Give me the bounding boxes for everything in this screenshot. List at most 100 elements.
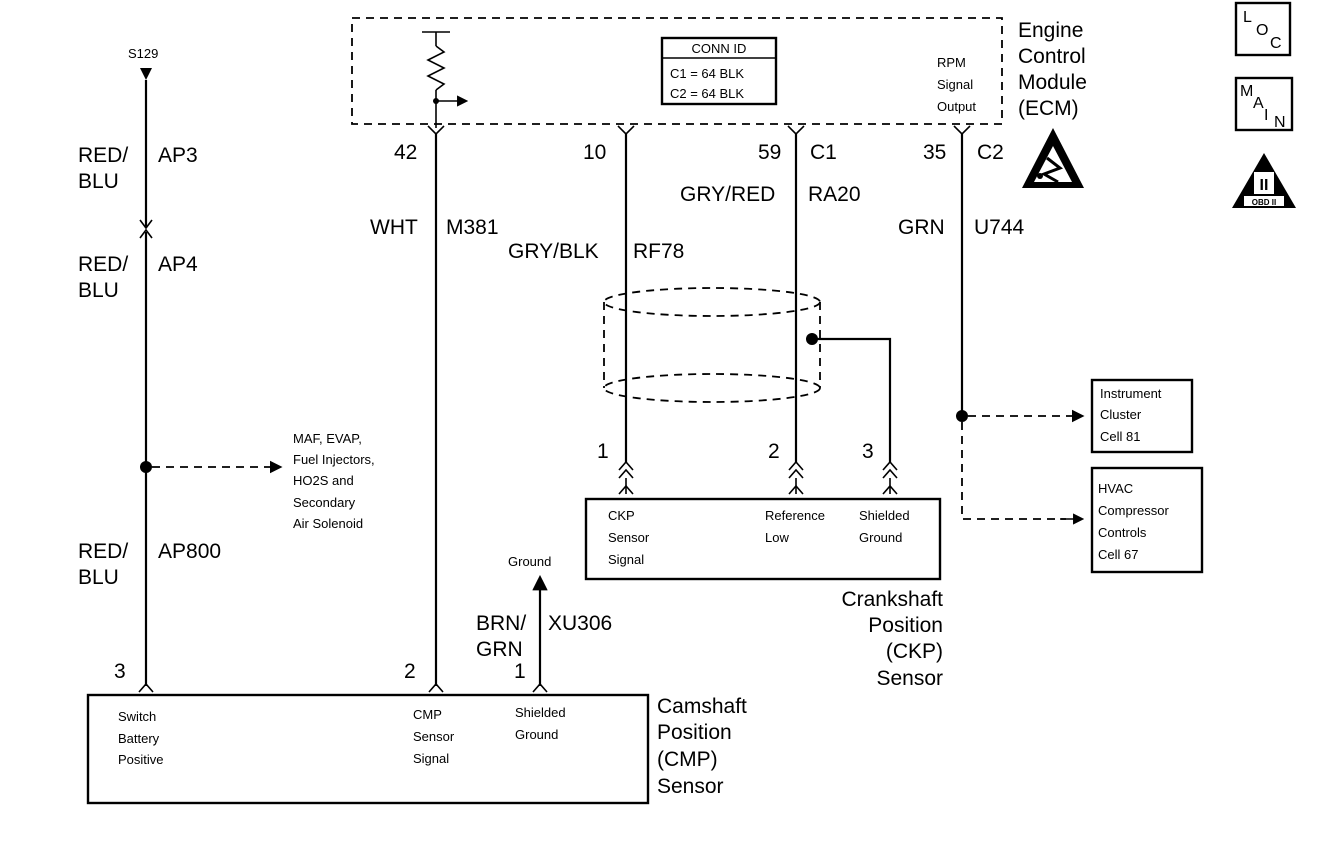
svg-text:BRN/: BRN/ xyxy=(476,612,526,635)
svg-text:RED/: RED/ xyxy=(78,253,128,276)
ecm-pin-35: 35 xyxy=(923,141,946,164)
ecm-name: Engine Control Module (ECM) xyxy=(1018,19,1087,120)
svg-text:OBD II: OBD II xyxy=(1252,198,1276,207)
svg-text:C1 = 64 BLK: C1 = 64 BLK xyxy=(670,66,744,81)
wire-ra20-circuit: RA20 xyxy=(808,183,861,206)
svg-text:C: C xyxy=(1270,35,1282,52)
splice-s129-marker xyxy=(140,68,152,80)
obd-ii-icon: II OBD II xyxy=(1232,153,1296,208)
wire-ap3-label: RED/ BLU AP3 xyxy=(78,144,198,193)
cmp-sensor-name: Camshaft Position (CMP) Sensor xyxy=(657,695,747,798)
svg-text:Module: Module xyxy=(1018,71,1087,94)
svg-text:Air Solenoid: Air Solenoid xyxy=(293,516,363,531)
cmp-pin-1: 1 xyxy=(514,660,526,683)
svg-text:Camshaft: Camshaft xyxy=(657,695,747,718)
svg-text:AP4: AP4 xyxy=(158,253,198,276)
splice-s129-label: S129 xyxy=(128,46,158,61)
connector-c2: C2 xyxy=(977,141,1004,164)
svg-text:C2 = 64 BLK: C2 = 64 BLK xyxy=(670,86,744,101)
svg-text:Secondary: Secondary xyxy=(293,495,356,510)
wire-rf78-color: GRY/BLK xyxy=(508,240,599,263)
u744-splice-dot xyxy=(956,410,968,422)
ckp-pin-2: 2 xyxy=(768,440,780,463)
svg-text:Cell 81: Cell 81 xyxy=(1100,429,1140,444)
rpm-signal-output-label: RPM Signal Output xyxy=(937,55,976,114)
svg-text:Ground: Ground xyxy=(515,727,558,742)
hvac-branch xyxy=(961,422,1066,520)
svg-text:(ECM): (ECM) xyxy=(1018,97,1079,120)
ecm-pin-10: 10 xyxy=(583,141,606,164)
svg-text:A: A xyxy=(1253,95,1264,112)
svg-text:Reference: Reference xyxy=(765,508,825,523)
svg-text:Sensor: Sensor xyxy=(657,775,724,798)
svg-text:(CMP): (CMP) xyxy=(657,748,718,771)
svg-text:CONN ID: CONN ID xyxy=(692,41,747,56)
svg-text:Signal: Signal xyxy=(413,751,449,766)
svg-text:II: II xyxy=(1260,177,1269,194)
ecm-box xyxy=(351,17,1003,125)
wire-ra20-color: GRY/RED xyxy=(680,183,775,206)
svg-text:BLU: BLU xyxy=(78,279,119,302)
svg-text:Position: Position xyxy=(657,721,732,744)
ckp-sensor-name: Crankshaft Position (CKP) Sensor xyxy=(841,588,943,690)
resistor-symbol xyxy=(422,31,469,128)
svg-text:Switch: Switch xyxy=(118,709,156,724)
svg-text:Shielded: Shielded xyxy=(859,508,910,523)
connector-c1: C1 xyxy=(810,141,837,164)
svg-text:Ground: Ground xyxy=(859,530,902,545)
svg-text:Crankshaft: Crankshaft xyxy=(841,588,943,611)
instrument-cluster-box: Instrument Cluster Cell 81 xyxy=(1090,378,1194,454)
shielded-cable xyxy=(603,287,892,462)
svg-text:Cell 67: Cell 67 xyxy=(1098,547,1138,562)
svg-text:Battery: Battery xyxy=(118,731,160,746)
cmp-pin-2: 2 xyxy=(404,660,416,683)
svg-text:Positive: Positive xyxy=(118,752,164,767)
svg-text:HO2S and: HO2S and xyxy=(293,473,354,488)
cmp-terminal-labels: Switch Battery Positive CMP Sensor Signa… xyxy=(118,705,566,767)
svg-text:HVAC: HVAC xyxy=(1098,481,1133,496)
svg-text:Sensor: Sensor xyxy=(876,667,943,690)
svg-text:M: M xyxy=(1240,83,1253,100)
svg-text:Sensor: Sensor xyxy=(413,729,455,744)
svg-text:Cluster: Cluster xyxy=(1100,407,1142,422)
esd-warning-icon xyxy=(1022,128,1084,188)
ckp-pin-3: 3 xyxy=(862,440,874,463)
wire-u744-color: GRN xyxy=(898,216,945,239)
svg-text:BLU: BLU xyxy=(78,566,119,589)
svg-text:Engine: Engine xyxy=(1018,19,1083,42)
cmp-sensor-box xyxy=(86,693,650,805)
cmp-connectors xyxy=(138,682,548,693)
svg-text:O: O xyxy=(1256,22,1268,39)
svg-text:AP3: AP3 xyxy=(158,144,198,167)
cmp-pin-3: 3 xyxy=(114,660,126,683)
maf-note: MAF, EVAP, Fuel Injectors, HO2S and Seco… xyxy=(293,431,375,531)
svg-text:Position: Position xyxy=(868,614,943,637)
svg-text:RPM: RPM xyxy=(937,55,966,70)
svg-text:RED/: RED/ xyxy=(78,144,128,167)
hvac-compressor-box: HVAC Compressor Controls Cell 67 xyxy=(1090,466,1204,574)
wire-m381-circuit: M381 xyxy=(446,216,499,239)
svg-text:CKP: CKP xyxy=(608,508,635,523)
wire-xu306-label: BRN/ GRN XU306 xyxy=(476,612,612,661)
conn-id-box: CONN ID C1 = 64 BLK C2 = 64 BLK xyxy=(660,36,778,106)
svg-text:Signal: Signal xyxy=(937,77,973,92)
svg-text:N: N xyxy=(1274,114,1286,131)
svg-text:MAF, EVAP,: MAF, EVAP, xyxy=(293,431,362,446)
svg-text:Sensor: Sensor xyxy=(608,530,650,545)
splice-dot xyxy=(140,461,152,473)
svg-text:XU306: XU306 xyxy=(548,612,612,635)
svg-text:Controls: Controls xyxy=(1098,525,1147,540)
wire-rf78-circuit: RF78 xyxy=(633,240,684,263)
ground-label: Ground xyxy=(508,554,551,569)
ckp-sensor-box xyxy=(584,497,942,581)
svg-text:(CKP): (CKP) xyxy=(886,640,943,663)
inline-connector-ap3-ap4 xyxy=(139,219,153,239)
ecm-pin-42: 42 xyxy=(394,141,417,164)
wire-ap4-label: RED/ BLU AP4 xyxy=(78,253,198,302)
ecm-pin-59: 59 xyxy=(758,141,781,164)
svg-text:I: I xyxy=(1264,107,1268,124)
main-icon: M A I N xyxy=(1234,76,1294,132)
wire-u744-circuit: U744 xyxy=(974,216,1025,239)
wire-ap800-label: RED/ BLU AP800 xyxy=(78,540,221,589)
